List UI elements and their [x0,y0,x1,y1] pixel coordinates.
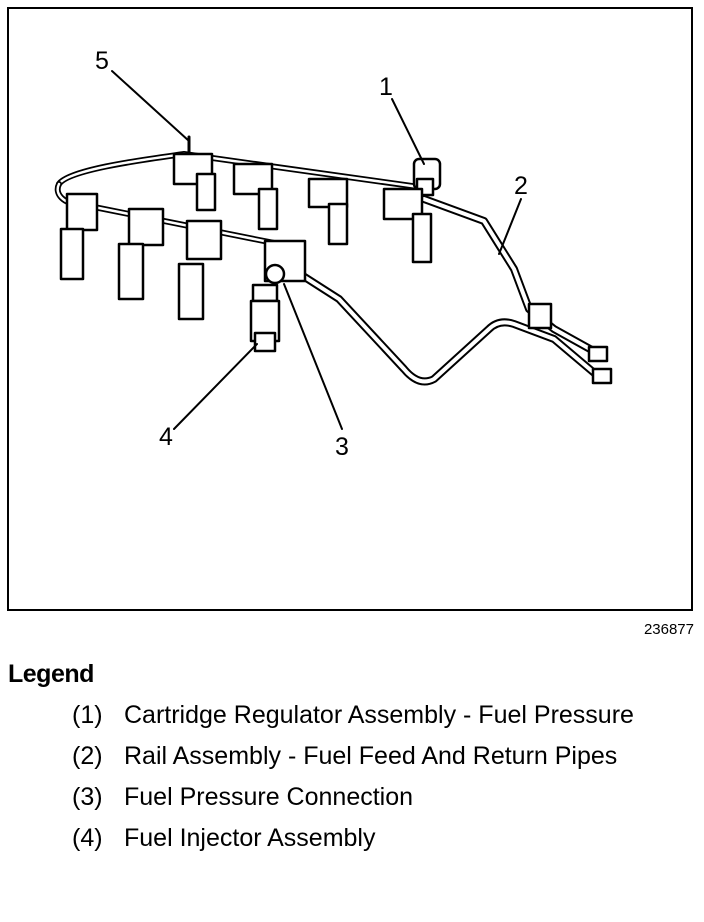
rear-injectors [172,152,433,264]
legend-item-number: (4) [72,824,103,852]
fuel-injector-assembly [249,283,281,353]
legend-item-number: (3) [72,783,103,811]
callout-3: 3 [335,433,349,461]
diagram-frame: 5 1 2 3 4 [7,7,693,611]
legend-item: (2) Rail Assembly - Fuel Feed And Return… [72,741,672,772]
pipe-clip [527,302,553,330]
legend-item: (1) Cartridge Regulator Assembly - Fuel … [72,700,672,731]
legend-item-text: Fuel Pressure Connection [124,783,414,811]
leader-lines [111,70,522,430]
legend-item-number: (2) [72,742,103,770]
front-injectors [59,192,223,321]
legend-item-number: (1) [72,701,103,729]
legend-list: (1) Cartridge Regulator Assembly - Fuel … [72,700,672,864]
fuel-pressure-connection [263,239,307,285]
legend-item: (3) Fuel Pressure Connection [72,782,672,813]
callout-5: 5 [95,47,109,75]
callout-4: 4 [159,423,173,451]
figure-id: 236877 [643,621,694,638]
pipe-end-upper [587,345,609,363]
fuel-feed-return-pipes [285,195,603,386]
legend-item-text: Cartridge Regulator Assembly - Fuel Pres… [124,701,634,729]
legend-item-text: Fuel Injector Assembly [124,824,376,852]
legend-title: Legend [8,660,94,688]
legend-item-text: Rail Assembly - Fuel Feed And Return Pip… [124,742,618,770]
callout-1: 1 [379,73,393,101]
pipe-end-lower [591,367,613,385]
legend-item: (4) Fuel Injector Assembly [72,823,672,854]
fuel-rail-diagram: 5 1 2 3 4 [54,47,613,461]
callout-2: 2 [514,172,528,200]
